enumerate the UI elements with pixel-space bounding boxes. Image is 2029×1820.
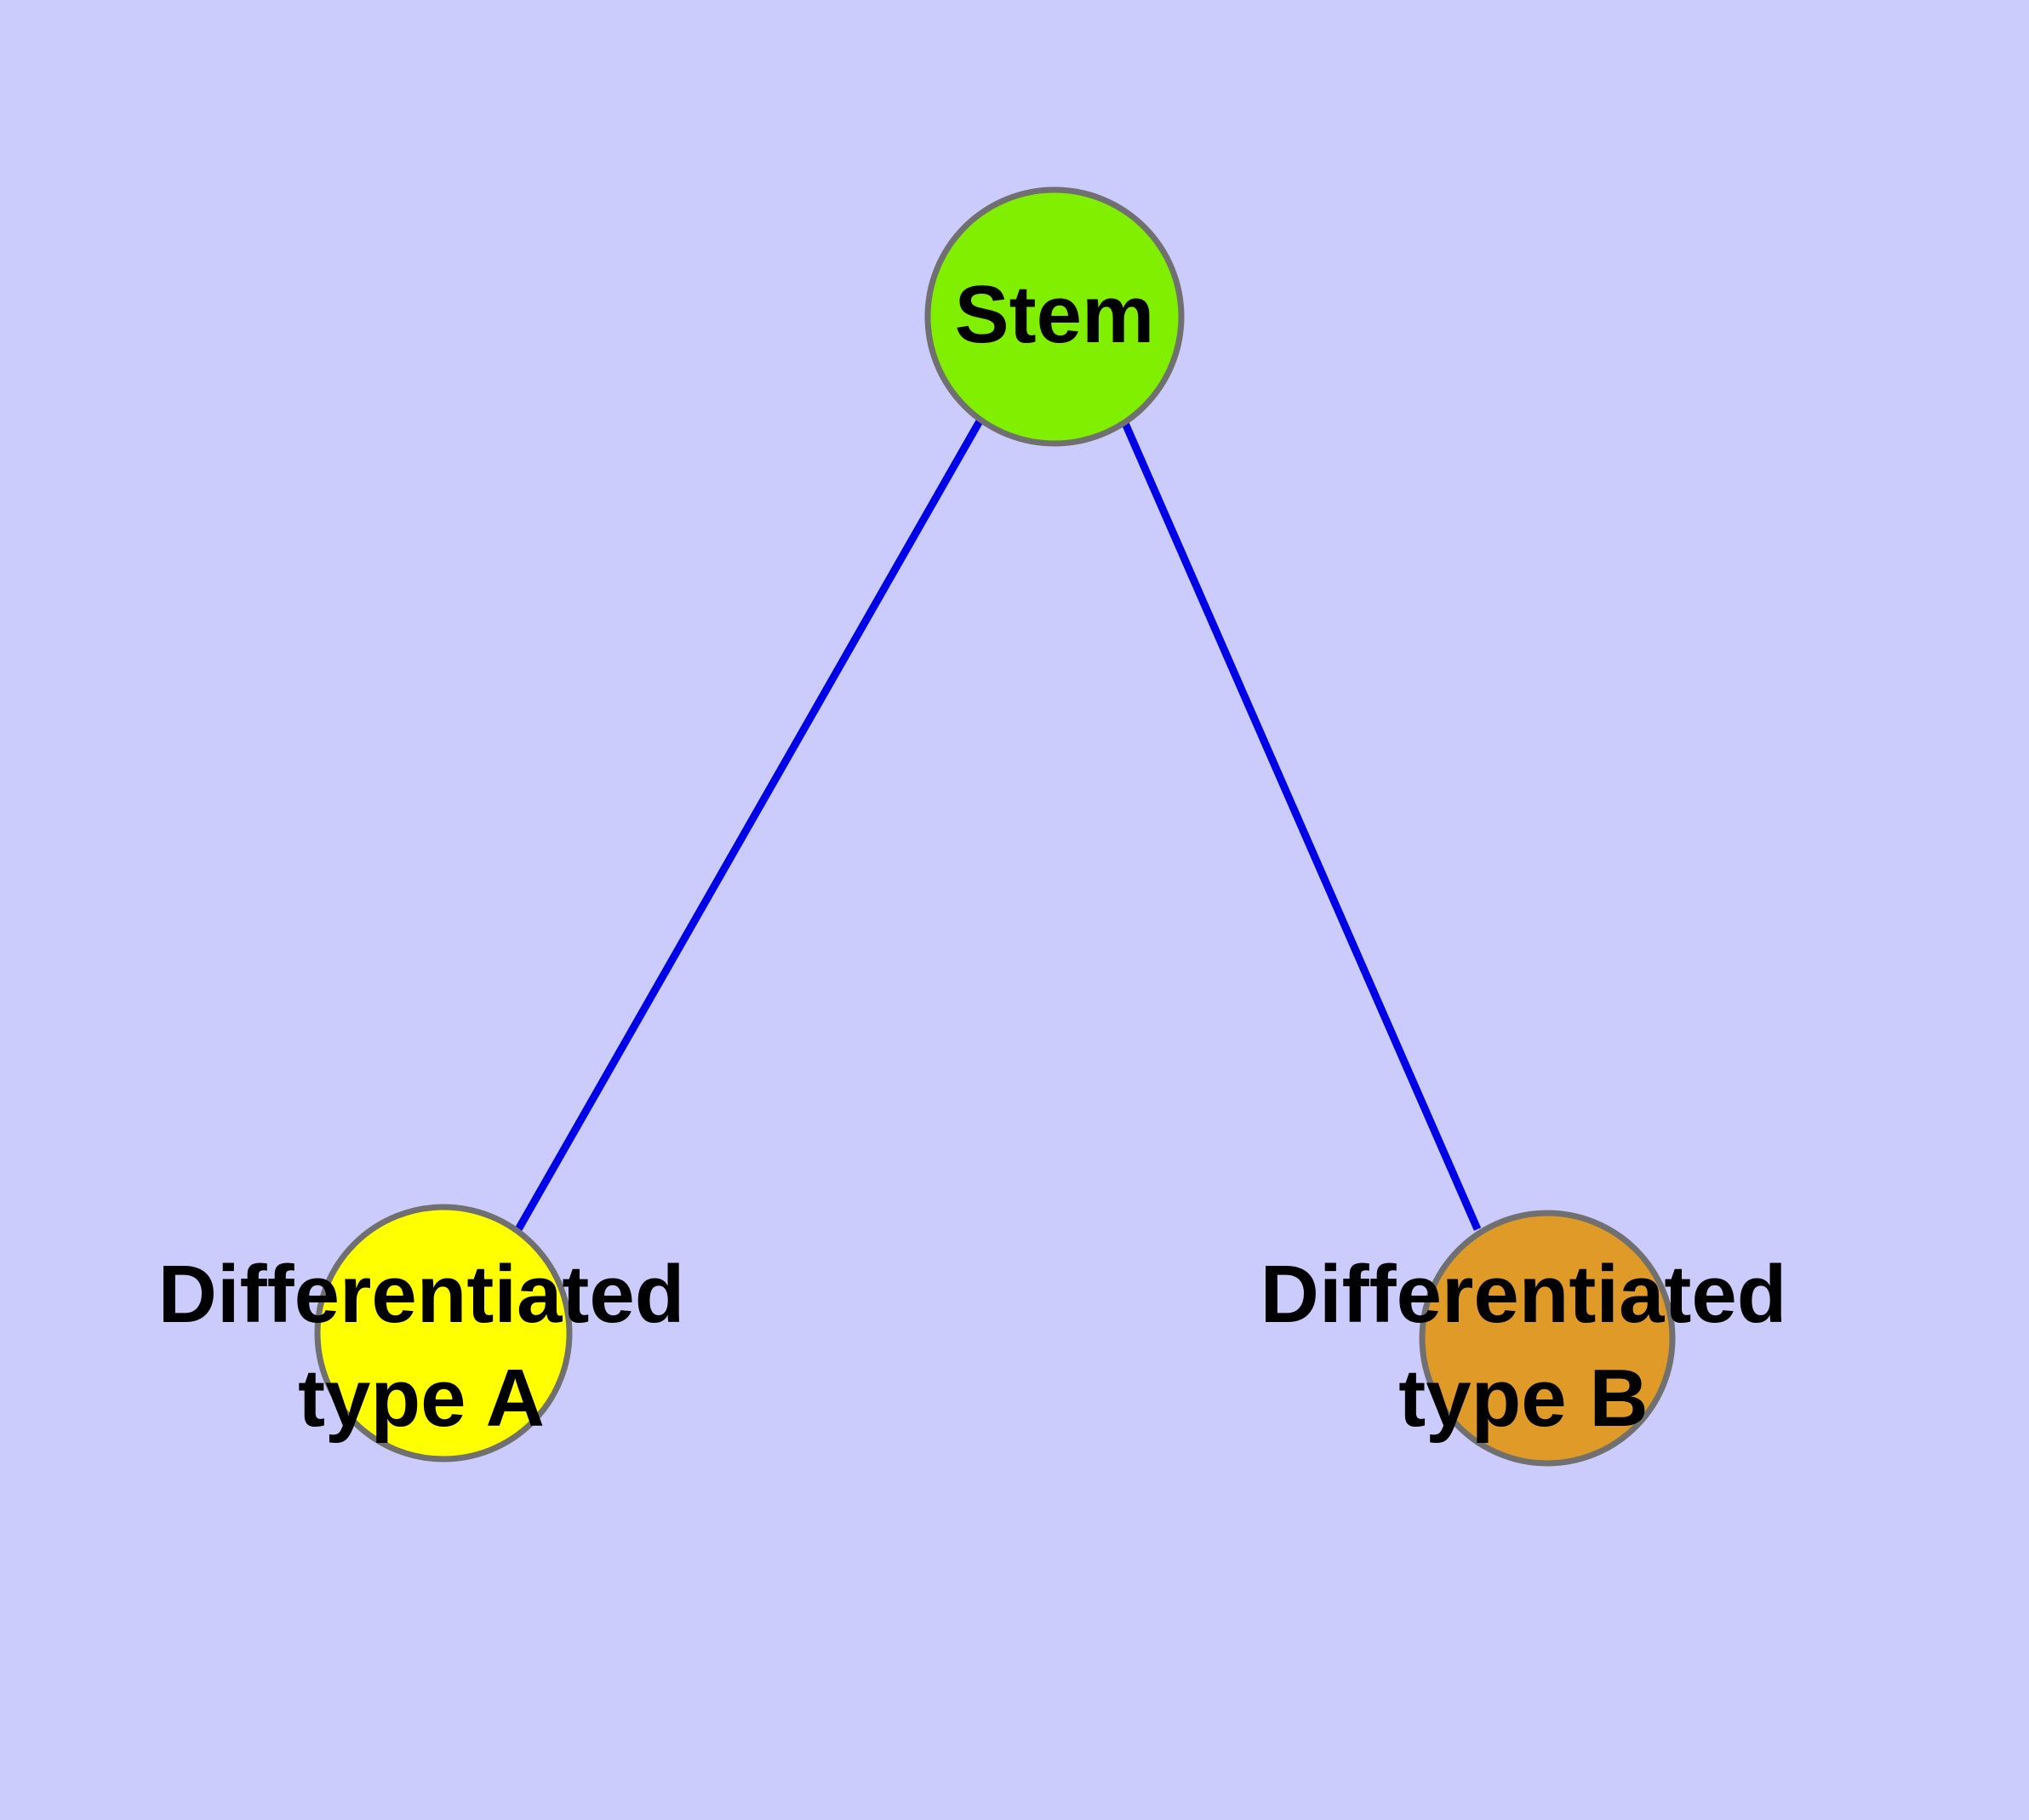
graph-node-stem[interactable] xyxy=(924,186,1185,447)
node-label-line: Stem xyxy=(955,269,1155,360)
graph-node-diff-b[interactable] xyxy=(1419,1210,1676,1467)
node-label-line: type A xyxy=(298,1353,545,1444)
edge-layer xyxy=(514,414,1482,1233)
node-label-line: type B xyxy=(1398,1353,1648,1444)
node-label-stem: Stem xyxy=(955,269,1155,360)
graph-edge-stem-to-diff-a[interactable] xyxy=(514,417,984,1233)
graph-edge-stem-to-diff-b[interactable] xyxy=(1117,414,1482,1231)
graph-node-diff-a[interactable] xyxy=(314,1204,573,1462)
node-label-diff-a: Differentiated type A xyxy=(158,1249,685,1444)
node-layer xyxy=(314,186,1676,1467)
node-label-line: Differentiated xyxy=(1260,1249,1787,1340)
node-label-diff-b: Differentiated type B xyxy=(1260,1249,1787,1444)
node-label-line: Differentiated xyxy=(158,1249,685,1340)
